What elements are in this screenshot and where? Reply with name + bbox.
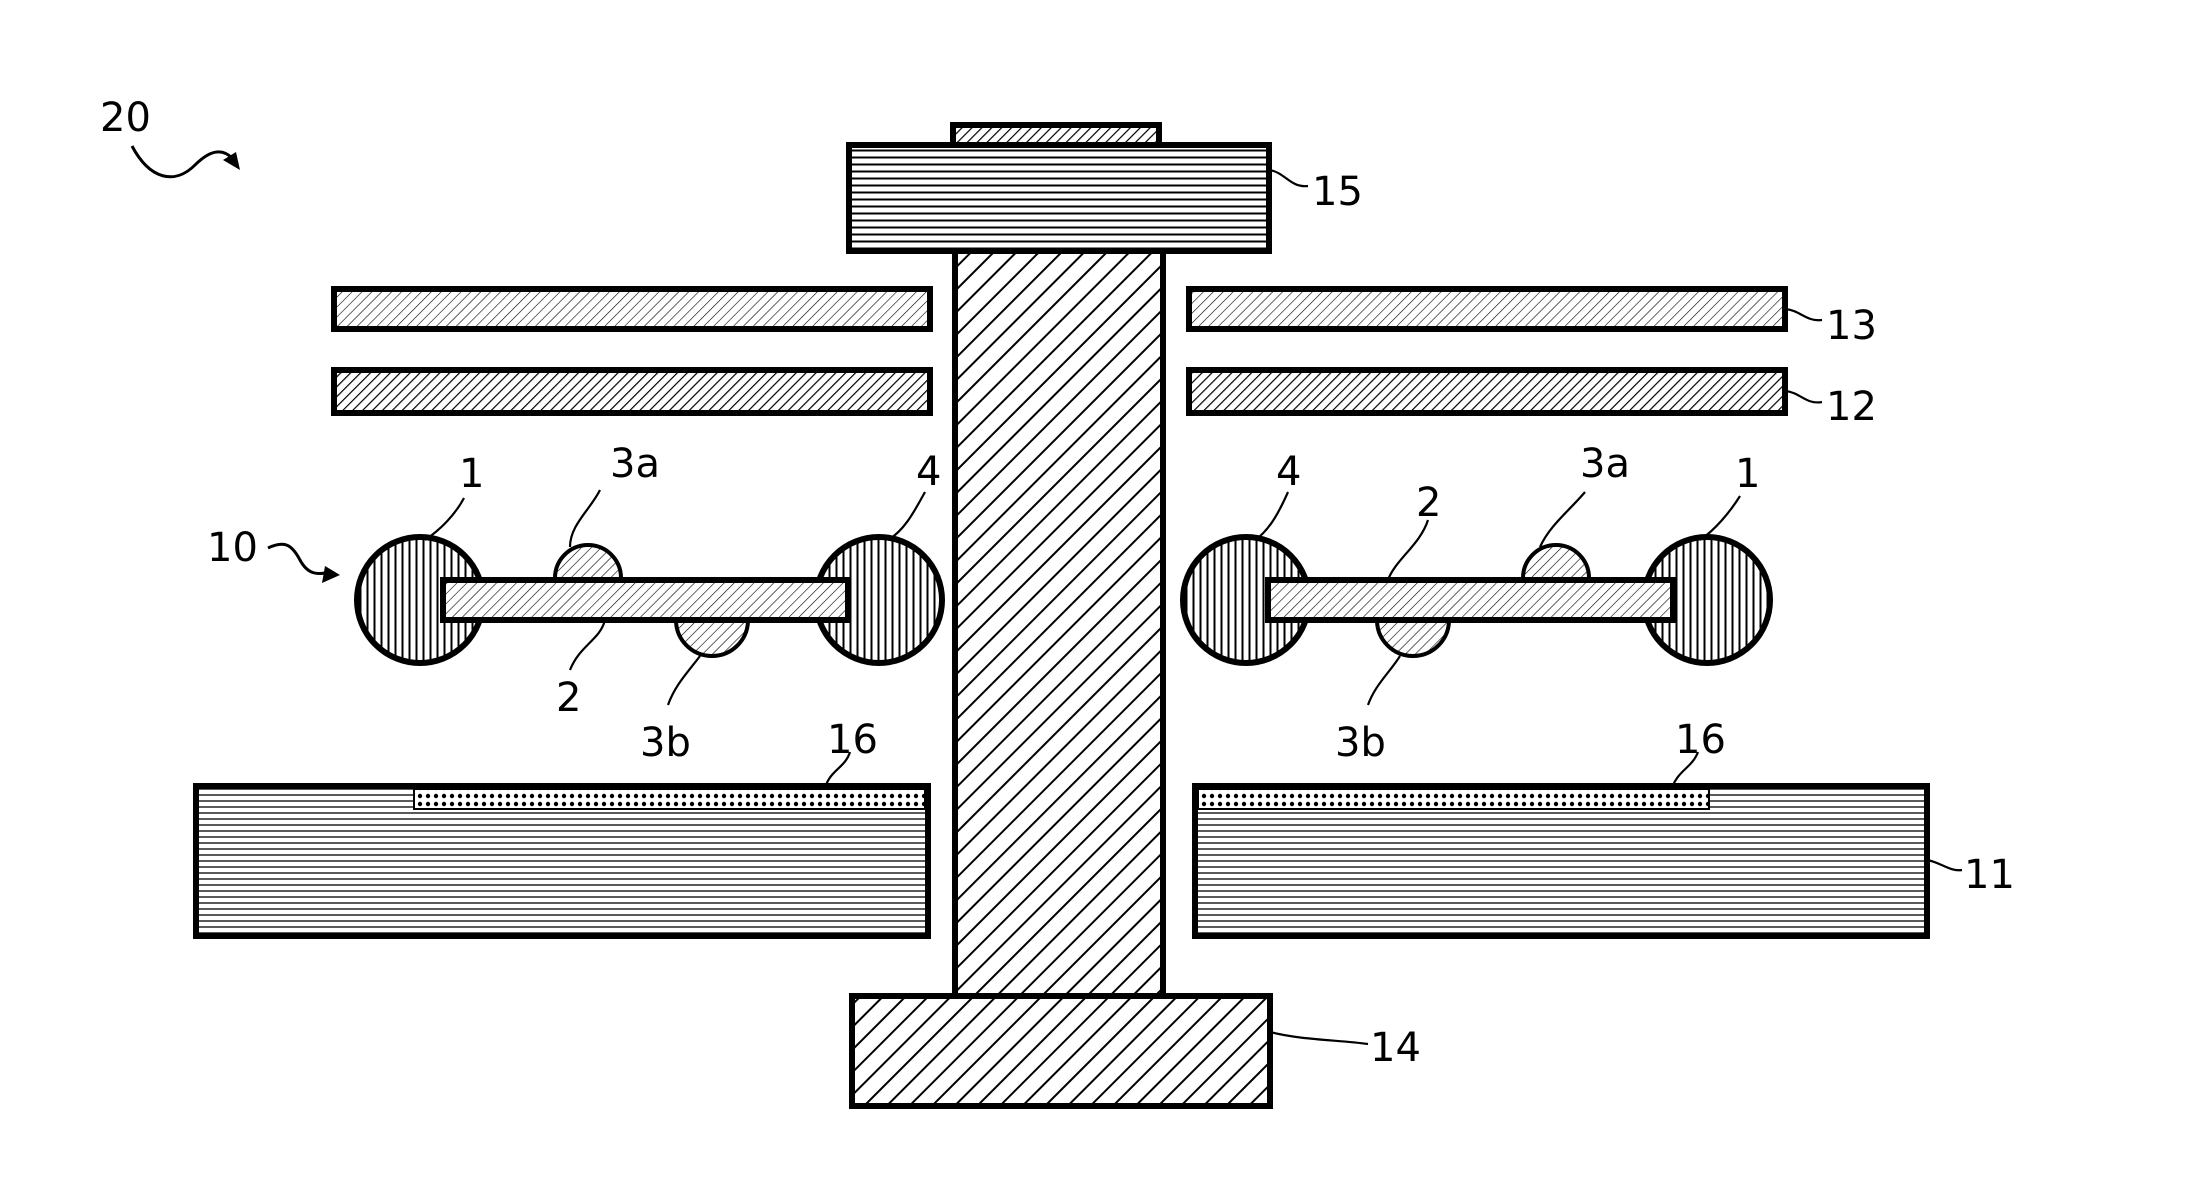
inner-ball-left-leader <box>888 492 925 540</box>
label-groove-left: 16 <box>827 717 878 763</box>
device-wavy-arrow <box>132 146 232 177</box>
outer-ball-left-leader <box>425 498 464 540</box>
plate-right-leader <box>1388 520 1428 580</box>
label-assembly: 10 <box>207 525 258 571</box>
label-device: 20 <box>100 95 151 141</box>
layer-13-left <box>334 289 930 329</box>
bump-3a-left-leader <box>570 490 600 547</box>
plate-left-leader <box>570 620 605 670</box>
bump-3b-left-leader <box>668 656 700 705</box>
bump-3a-right-leader <box>1540 492 1585 547</box>
assembly-wavy-arrow <box>268 544 330 573</box>
label-inner-ball-right: 4 <box>1276 449 1301 495</box>
layer-12-right <box>1189 370 1785 413</box>
bump-3b-right-leader <box>1368 656 1400 705</box>
label-outer-ball-right: 1 <box>1735 451 1760 497</box>
layer-13-leader <box>1785 309 1822 320</box>
foot-14 <box>852 996 1270 1106</box>
layer-12-leader <box>1785 391 1822 402</box>
label-layer-12: 12 <box>1826 384 1877 430</box>
plate-left <box>443 580 848 620</box>
plate-right <box>1268 580 1673 620</box>
foot-leader <box>1270 1032 1368 1044</box>
layer-13-right <box>1189 289 1785 329</box>
label-bump-3b-left: 3b <box>640 720 691 766</box>
cap-15 <box>849 145 1269 251</box>
layer-12-left <box>334 370 930 413</box>
base-plate-leader <box>1927 860 1962 870</box>
label-groove-right: 16 <box>1675 717 1726 763</box>
label-foot: 14 <box>1370 1025 1421 1071</box>
label-plate-right: 2 <box>1416 480 1441 526</box>
assembly-arrowhead <box>322 566 340 583</box>
label-outer-ball-left: 1 <box>459 451 484 497</box>
label-layer-13: 13 <box>1826 303 1877 349</box>
label-plate-left: 2 <box>556 675 581 721</box>
outer-ball-right-leader <box>1700 496 1740 540</box>
groove-16-left <box>414 789 925 809</box>
label-inner-ball-left: 4 <box>916 449 941 495</box>
cap-leader <box>1269 170 1308 186</box>
central-shaft <box>955 251 1163 996</box>
label-bump-3b-right: 3b <box>1335 720 1386 766</box>
label-bump-3a-left: 3a <box>610 441 660 487</box>
groove-16-right <box>1198 789 1709 809</box>
inner-ball-right-leader <box>1255 492 1288 540</box>
label-bump-3a-right: 3a <box>1580 441 1630 487</box>
label-cap: 15 <box>1312 169 1363 215</box>
label-base-plate: 11 <box>1964 852 2015 898</box>
